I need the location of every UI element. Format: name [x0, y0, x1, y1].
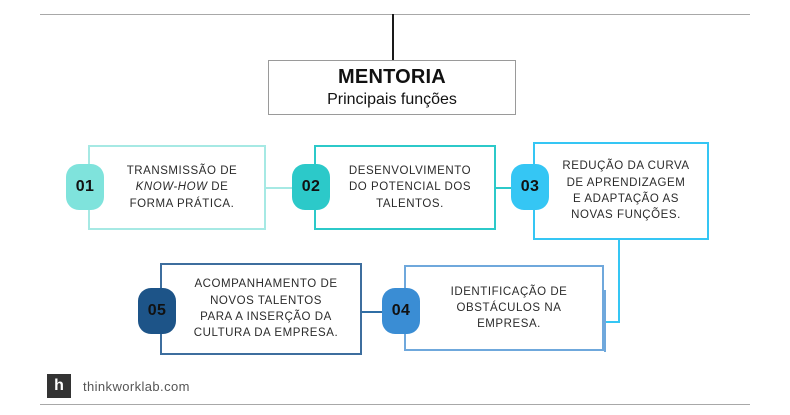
- step-05-line4: CULTURA DA EMPRESA.: [193, 327, 339, 340]
- connector-01-to-02: [262, 187, 298, 189]
- step-04-line3: EMPRESA.: [477, 318, 541, 331]
- step-01-line1: TRANSMISSÃO DE: [126, 165, 238, 177]
- connector-03-down: [618, 239, 620, 323]
- step-02-line2: DO POTENCIAL DOS: [348, 181, 472, 194]
- step-badge-03[interactable]: 03: [511, 164, 549, 210]
- connector-04-right-stub: [604, 290, 606, 352]
- step-box-03[interactable]: REDUÇÃO DA CURVA DE APRENDIZAGEM E ADAPT…: [533, 142, 709, 240]
- page-subtitle: Principais funções: [327, 90, 457, 108]
- step-01-line3: FORMA PRÁTICA.: [129, 197, 235, 210]
- step-01-number: 01: [75, 178, 95, 195]
- step-badge-02[interactable]: 02: [292, 164, 330, 210]
- step-05-line3: PARA A INSERÇÃO DA: [200, 311, 332, 323]
- connector-03-to-04: [606, 321, 620, 323]
- step-03-line4: NOVAS FUNÇÕES.: [571, 209, 681, 222]
- step-badge-01[interactable]: 01: [66, 164, 104, 210]
- step-01-text: TRANSMISSÃO DE KNOW-HOW DE FORMA PRÁTICA…: [111, 163, 244, 212]
- step-04-line2: OBSTÁCULOS NA: [456, 301, 562, 314]
- step-03-text: REDUÇÃO DA CURVA DE APRENDIZAGEM E ADAPT…: [546, 158, 695, 223]
- step-04-number: 04: [391, 302, 411, 319]
- step-02-line3: TALENTOS.: [376, 197, 444, 210]
- title-box: MENTORIA Principais funções: [268, 60, 516, 115]
- top-divider-rule: [40, 14, 750, 15]
- step-02-text: DESENVOLVIMENTO DO POTENCIAL DOS TALENTO…: [333, 163, 477, 212]
- step-box-05[interactable]: ACOMPANHAMENTO DE NOVOS TALENTOS PARA A …: [160, 263, 362, 355]
- step-badge-04[interactable]: 04: [382, 288, 420, 334]
- title-connector-stem: [392, 14, 394, 60]
- page-title: MENTORIA: [338, 65, 446, 88]
- step-03-line1: REDUÇÃO DA CURVA: [562, 160, 690, 173]
- step-05-text: ACOMPANHAMENTO DE NOVOS TALENTOS PARA A …: [178, 276, 344, 341]
- step-05-line2: NOVOS TALENTOS: [210, 294, 322, 307]
- step-05-number: 05: [147, 302, 167, 319]
- step-04-line1: IDENTIFICAÇÃO DE: [450, 285, 568, 298]
- step-01-line2b: DE: [207, 181, 229, 194]
- brand-logo-icon: h: [47, 374, 71, 398]
- step-03-line3: E ADAPTAÇÃO AS: [573, 193, 679, 205]
- connector-05-to-04: [362, 311, 390, 313]
- step-05-line1: ACOMPANHAMENTO DE: [194, 278, 338, 291]
- step-01-line2-emphasis: KNOW-HOW: [135, 181, 208, 194]
- step-box-02[interactable]: DESENVOLVIMENTO DO POTENCIAL DOS TALENTO…: [314, 145, 496, 230]
- step-03-number: 03: [520, 178, 540, 195]
- step-box-04[interactable]: IDENTIFICAÇÃO DE OBSTÁCULOS NA EMPRESA.: [404, 265, 604, 351]
- step-03-line2: DE APRENDIZAGEM: [566, 176, 686, 189]
- step-02-number: 02: [301, 178, 321, 195]
- step-box-01[interactable]: TRANSMISSÃO DE KNOW-HOW DE FORMA PRÁTICA…: [88, 145, 266, 230]
- step-02-line1: DESENVOLVIMENTO: [348, 165, 472, 177]
- step-04-text: IDENTIFICAÇÃO DE OBSTÁCULOS NA EMPRESA.: [435, 284, 574, 333]
- brand-website: thinkworklab.com: [83, 379, 190, 394]
- step-badge-05[interactable]: 05: [138, 288, 176, 334]
- brand-logo-letter: h: [54, 377, 64, 394]
- bottom-divider-rule: [40, 404, 750, 405]
